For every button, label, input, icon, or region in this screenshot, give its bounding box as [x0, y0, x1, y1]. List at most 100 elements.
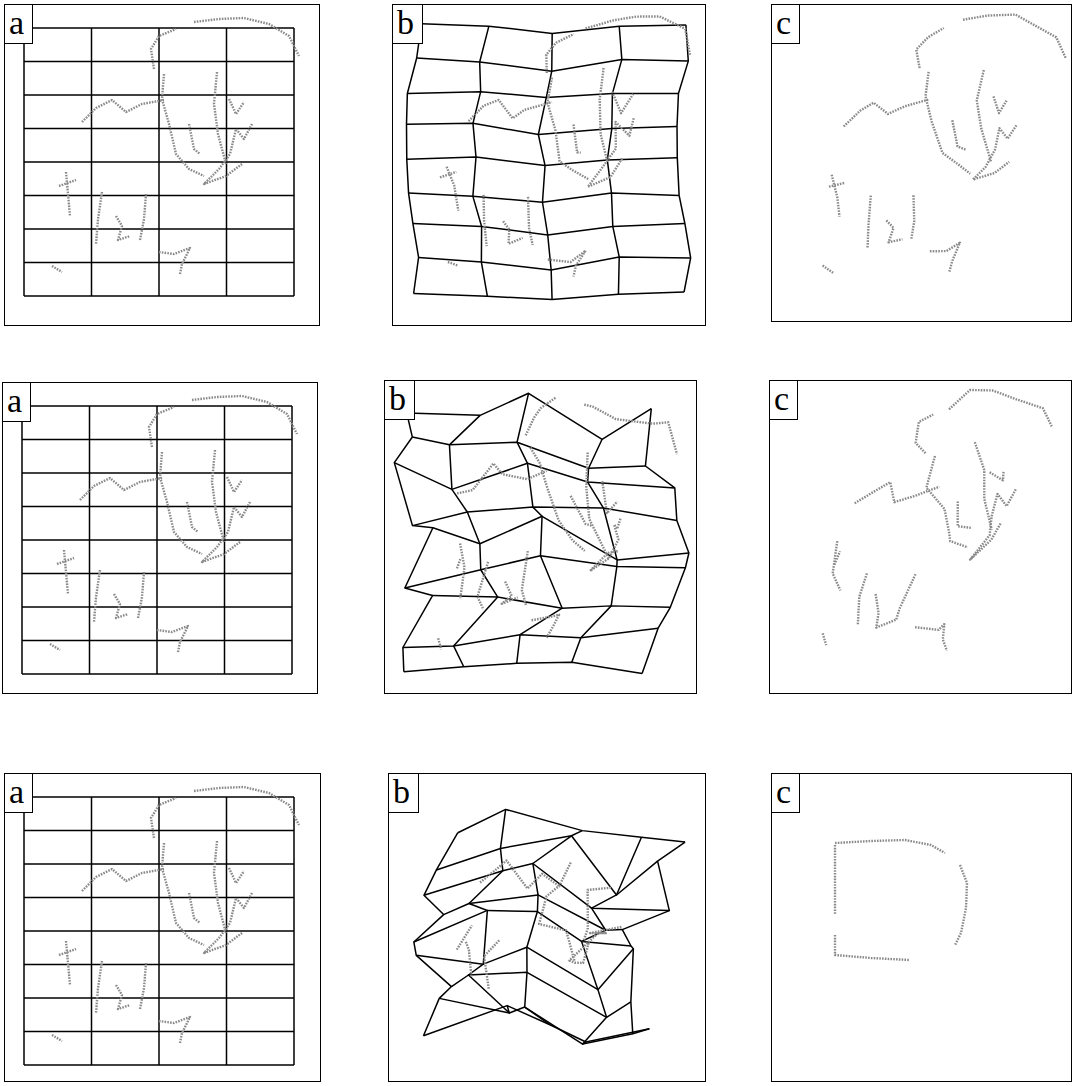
grid-line — [622, 842, 685, 1034]
sketch-stroke — [192, 396, 297, 434]
sketch-stroke — [926, 456, 967, 547]
sketch-stroke — [440, 172, 456, 177]
sketch-stroke — [973, 125, 1016, 179]
sketch-stroke — [484, 195, 487, 246]
grid-line — [677, 25, 691, 292]
panel-letter: a — [5, 774, 33, 813]
grid-line — [158, 797, 160, 1065]
sketch-stroke — [477, 562, 488, 610]
grid-line — [406, 24, 421, 294]
sketch-stroke — [189, 124, 200, 154]
grid-line — [424, 863, 669, 910]
sketch-stroke — [227, 477, 242, 492]
grid-line — [394, 413, 433, 672]
grid-line — [412, 507, 676, 526]
sketch-stroke — [438, 638, 441, 649]
panel-letter: a — [5, 5, 33, 44]
sketch-stroke — [528, 197, 533, 245]
sketch-stroke — [457, 559, 460, 568]
sketch-stroke — [204, 124, 252, 184]
sketch-stroke — [990, 471, 1004, 480]
sketch-stroke — [970, 489, 1016, 559]
sketch-stroke — [66, 172, 70, 216]
sketch-stroke — [503, 221, 522, 244]
sketch-stroke — [151, 798, 176, 838]
grid-line — [224, 406, 226, 674]
figure-panel: a — [4, 773, 321, 1082]
grid-line — [403, 628, 658, 647]
sketch-stroke — [571, 496, 592, 526]
sketch-stroke — [573, 124, 580, 152]
grid-line — [407, 393, 652, 439]
panel-illustration — [24, 18, 299, 296]
sketch-stroke — [159, 248, 190, 274]
sketch-stroke — [469, 100, 552, 121]
sketch-stroke — [977, 70, 991, 161]
sketch-stroke — [975, 442, 992, 530]
sketch-stroke — [214, 841, 226, 933]
figure-panel: c — [771, 4, 1072, 322]
sketch-stroke — [569, 927, 621, 963]
sketch-stroke — [59, 180, 76, 186]
sketch-stroke — [835, 935, 910, 960]
sketch-stroke — [952, 120, 966, 150]
figure-panel: c — [769, 380, 1072, 694]
sketch-stroke — [202, 502, 250, 562]
sketch-stroke — [876, 594, 897, 628]
grid-line — [421, 24, 685, 34]
sketch-stroke — [858, 573, 867, 625]
panel-letter: c — [772, 5, 800, 44]
sketch-stroke — [82, 869, 164, 891]
sketch-stroke — [584, 405, 677, 454]
sketch-stroke — [833, 541, 841, 590]
sketch-stroke — [460, 543, 464, 599]
grid-line — [413, 223, 685, 234]
sketch-stroke — [66, 941, 70, 985]
sketch-stroke — [187, 502, 198, 532]
figure-panel: b — [388, 773, 706, 1082]
sketch-stroke — [116, 985, 130, 1009]
sketch-stroke — [138, 572, 144, 618]
sketch-stroke — [823, 633, 826, 645]
panel-illustration — [414, 809, 685, 1044]
grid-line — [473, 26, 489, 296]
panel-letter: b — [389, 774, 419, 813]
sketch-stroke — [80, 478, 162, 500]
sketch-stroke — [57, 558, 74, 564]
panel-letter: b — [393, 5, 423, 44]
sketch-stroke — [522, 551, 528, 605]
grid-line — [405, 556, 686, 588]
sketch-stroke — [151, 29, 176, 69]
grid-line — [293, 797, 295, 1065]
sketch-stroke — [855, 482, 940, 503]
sketch-stroke — [480, 860, 560, 888]
sketch-stroke — [94, 570, 100, 622]
sketch-stroke — [159, 1017, 190, 1043]
sketch-stroke — [50, 644, 60, 650]
panel-letter: c — [770, 381, 798, 420]
sketch-stroke — [140, 194, 146, 240]
grid-line — [156, 406, 158, 674]
sketch-stroke — [547, 78, 589, 180]
sketch-stroke — [548, 251, 586, 277]
grid-line — [414, 833, 458, 1036]
sketch-stroke — [829, 183, 845, 187]
panel-illustration — [823, 390, 1052, 651]
grid-line — [517, 393, 562, 663]
sketch-stroke — [546, 34, 574, 73]
grid-line — [407, 92, 678, 98]
sketch-stroke — [189, 893, 200, 923]
sketch-stroke — [590, 519, 620, 571]
sketch-stroke — [96, 961, 102, 1013]
panel-illustration — [394, 393, 689, 673]
figure-panel: b — [384, 380, 697, 694]
sketch-stroke — [194, 18, 299, 56]
sketch-stroke — [916, 28, 944, 68]
sketch-stroke — [844, 99, 929, 126]
grid-line — [419, 257, 691, 270]
grid-line — [91, 28, 93, 296]
panel-letter: b — [385, 381, 415, 420]
panel-illustration — [24, 787, 299, 1065]
